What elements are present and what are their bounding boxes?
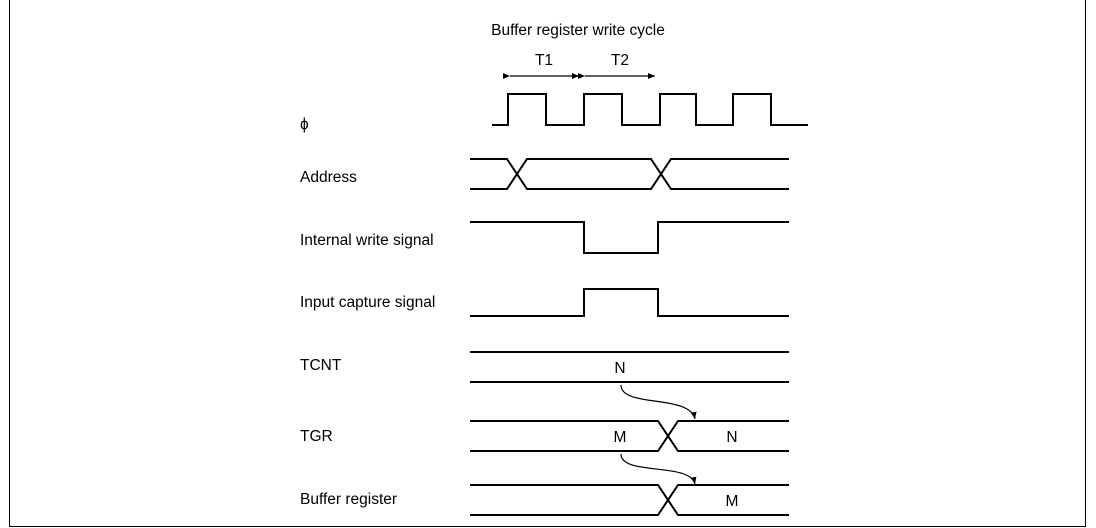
cycle-title: Buffer register write cycle xyxy=(491,22,665,39)
tcnt-to-tgr-arrow xyxy=(620,384,697,420)
buffer-new-value: M xyxy=(726,493,739,510)
diagram-frame xyxy=(9,0,1086,527)
t2-label: T2 xyxy=(611,52,629,69)
internal-write-label: Internal write signal xyxy=(300,232,434,249)
internal-write-waveform xyxy=(470,221,789,254)
phi-label: ϕ xyxy=(300,116,309,133)
buffer-register-label: Buffer register xyxy=(300,491,397,508)
tgr-old-value: M xyxy=(614,429,627,446)
tgr-to-buffer-arrow xyxy=(620,453,697,485)
tcnt-waveform xyxy=(470,351,789,383)
address-label: Address xyxy=(300,169,357,186)
tgr-label: TGR xyxy=(300,428,333,445)
tgr-waveform xyxy=(470,420,789,452)
input-capture-label: Input capture signal xyxy=(300,294,435,311)
address-waveform xyxy=(470,158,789,190)
input-capture-waveform xyxy=(470,288,789,317)
phi-waveform xyxy=(492,93,808,126)
buffer-register-waveform xyxy=(470,484,789,516)
tcnt-label: TCNT xyxy=(300,357,342,374)
tcnt-value: N xyxy=(614,360,625,377)
tgr-new-value: N xyxy=(726,429,737,446)
t1-label: T1 xyxy=(535,52,553,69)
